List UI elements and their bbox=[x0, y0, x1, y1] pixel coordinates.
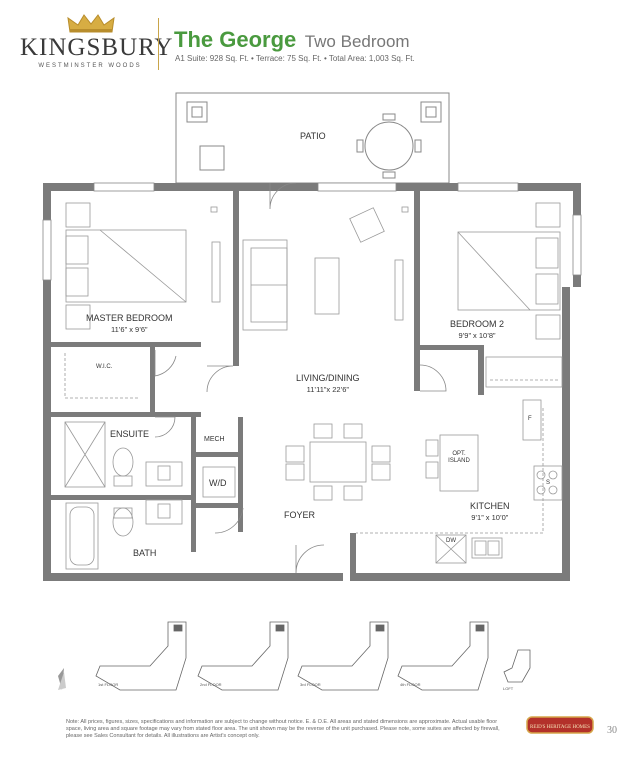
toilet-icon bbox=[112, 507, 134, 537]
window bbox=[572, 214, 582, 276]
master-bedroom-label: MASTER BEDROOM 11’6” x 9’6” bbox=[86, 312, 173, 336]
fridge-label: F bbox=[528, 416, 532, 422]
header-divider bbox=[158, 18, 159, 70]
north-arrow-icon bbox=[58, 668, 66, 690]
master-bedroom-name: MASTER BEDROOM bbox=[86, 313, 173, 323]
master-bedroom-size: 11’6” x 9’6” bbox=[110, 325, 148, 334]
patio-chair-icon bbox=[199, 145, 225, 171]
dresser bbox=[211, 241, 221, 303]
model-name: The George bbox=[174, 27, 297, 52]
bedroom2-door bbox=[419, 364, 447, 392]
opt-island bbox=[439, 434, 479, 492]
master-door bbox=[206, 365, 234, 393]
page-number: 30 bbox=[607, 725, 617, 736]
key-plan-label-1: 1st FLOOR bbox=[98, 682, 119, 687]
dw-label: DW bbox=[446, 538, 456, 544]
patio-post-icon bbox=[186, 101, 208, 123]
builder-name: REID'S HERITAGE HOMES bbox=[530, 725, 590, 730]
kitchen-label: KITCHEN 9’1” x 10’0” bbox=[470, 500, 510, 524]
fridge bbox=[522, 399, 542, 441]
window bbox=[93, 182, 155, 192]
bed2 bbox=[457, 231, 561, 311]
sink bbox=[471, 537, 503, 559]
master-bed bbox=[65, 229, 187, 303]
entry-door bbox=[295, 544, 325, 574]
stove bbox=[533, 465, 563, 501]
stove-label: S bbox=[546, 480, 551, 486]
key-plan-floor-2 bbox=[197, 621, 289, 691]
title: The George Two Bedroom bbox=[174, 27, 410, 53]
patio-door bbox=[269, 182, 297, 210]
dining-table bbox=[309, 441, 367, 483]
kitchen-name: KITCHEN bbox=[470, 501, 510, 511]
living-size: 11’11”x 22’6” bbox=[306, 385, 349, 394]
window bbox=[317, 182, 397, 192]
patio-post-icon bbox=[420, 101, 442, 123]
area-summary: A1 Suite: 928 Sq. Ft. • Terrace: 75 Sq. … bbox=[175, 54, 415, 63]
kitchen-size: 9’1” x 10’0” bbox=[471, 513, 509, 522]
toilet-icon bbox=[112, 447, 134, 477]
closet-door bbox=[214, 507, 244, 534]
nightstand bbox=[535, 202, 561, 228]
vanity bbox=[145, 499, 183, 525]
nightstand bbox=[65, 202, 91, 228]
dishwasher bbox=[435, 534, 467, 564]
ensuite-door bbox=[154, 416, 176, 438]
key-plan-label-4: 4th FLOOR bbox=[400, 682, 421, 687]
mech-label: MECH bbox=[204, 436, 225, 443]
builder-logo: REID'S HERITAGE HOMES bbox=[526, 716, 594, 734]
patio-label: PATIO bbox=[300, 131, 326, 141]
key-plan-floor-4 bbox=[397, 621, 489, 691]
tv-console bbox=[394, 259, 404, 321]
interior-walls bbox=[51, 191, 484, 573]
living-name: LIVING/DINING bbox=[296, 373, 360, 383]
wd-label: W/D bbox=[209, 478, 227, 488]
island-label: OPT. ISLAND bbox=[448, 451, 470, 464]
window bbox=[457, 182, 519, 192]
logo-wordmark: KINGSBURY bbox=[20, 34, 174, 61]
foyer-label: FOYER bbox=[284, 510, 316, 520]
wic-label: W.I.C. bbox=[96, 364, 113, 370]
bedroom2-name: BEDROOM 2 bbox=[450, 319, 505, 329]
nightstand bbox=[65, 304, 91, 330]
bedroom2-size: 9’9” x 10’8” bbox=[458, 331, 496, 340]
model-type: Two Bedroom bbox=[304, 32, 410, 51]
bath-label: BATH bbox=[133, 548, 157, 558]
living-label: LIVING/DINING 11’11”x 22’6” bbox=[296, 372, 360, 396]
key-plan-floor-3 bbox=[297, 621, 389, 691]
patio-table-icon bbox=[364, 121, 414, 171]
closet bbox=[485, 356, 563, 388]
crown-logo-icon bbox=[67, 14, 115, 33]
coffee-table bbox=[314, 257, 340, 315]
key-plan-label-loft: LOFT bbox=[503, 686, 514, 691]
logo-subtitle: WESTMINSTER WOODS bbox=[38, 63, 142, 69]
bathtub bbox=[65, 502, 99, 570]
disclaimer-note: Note: All prices, figures, sizes, specif… bbox=[66, 719, 500, 739]
nightstand bbox=[535, 314, 561, 340]
key-plan bbox=[95, 621, 531, 691]
ensuite-label: ENSUITE bbox=[110, 429, 150, 439]
vanity bbox=[145, 461, 183, 487]
key-plan-floor-1 bbox=[95, 621, 187, 691]
bedroom2-label: BEDROOM 2 9’9” x 10’8” bbox=[450, 318, 504, 342]
key-plan-loft bbox=[503, 649, 531, 683]
armchair-icon bbox=[349, 207, 385, 243]
shower bbox=[64, 421, 106, 488]
window bbox=[42, 219, 52, 281]
key-plan-label-2: 2nd FLOOR bbox=[200, 682, 222, 687]
washer-dryer bbox=[202, 466, 236, 498]
counter-line bbox=[356, 408, 544, 534]
wic-door bbox=[154, 350, 177, 377]
key-plan-label-3: 3rd FLOOR bbox=[300, 682, 321, 687]
